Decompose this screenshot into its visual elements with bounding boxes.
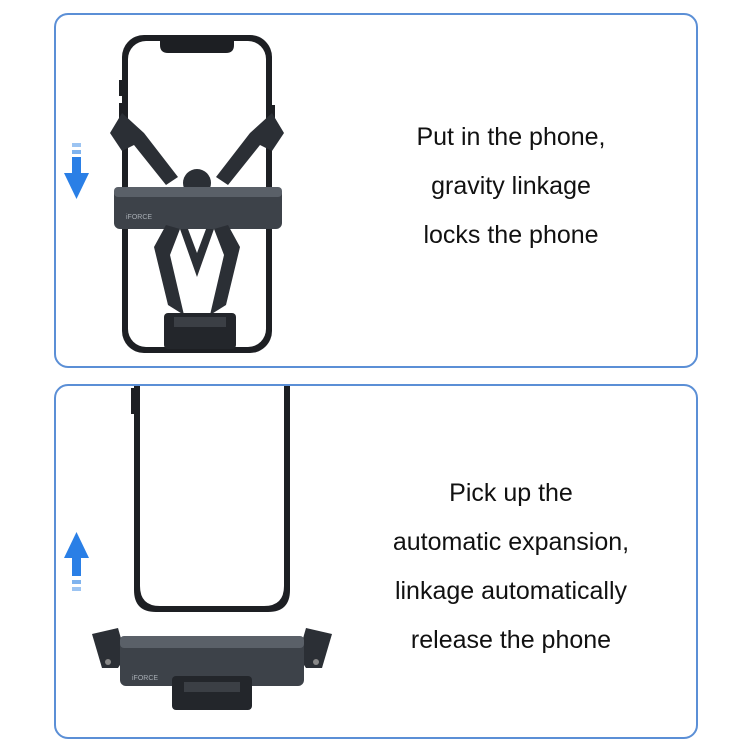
holder-crossbar: iFORCE bbox=[114, 187, 282, 229]
caption-line: locks the phone bbox=[423, 221, 599, 249]
caption-line: linkage automatically bbox=[394, 577, 628, 605]
phone-holder-lock-illustration: iFORCE bbox=[64, 35, 284, 353]
holder-bottom-clamp bbox=[164, 313, 236, 349]
caption-lock: Put in the phone, gravity linkage locks … bbox=[356, 113, 666, 260]
caption-line: automatic expansion, bbox=[392, 528, 630, 556]
phone-illustration bbox=[131, 386, 290, 612]
brand-label: iFORCE bbox=[132, 675, 158, 682]
arrow-up-icon bbox=[64, 532, 89, 591]
caption-line: Pick up the bbox=[449, 479, 573, 507]
caption-line: release the phone bbox=[410, 626, 612, 654]
brand-label: iFORCE bbox=[126, 214, 152, 221]
instruction-panel-lock: iFORCE Put in the phone, gravity linkage… bbox=[54, 13, 698, 368]
caption-release: Pick up the automatic expansion, linkage… bbox=[356, 469, 666, 665]
holder-linkage bbox=[154, 225, 240, 315]
holder-open: iFORCE bbox=[92, 628, 332, 710]
arrow-down-icon bbox=[64, 143, 89, 199]
caption-line: Put in the phone, bbox=[416, 123, 606, 151]
phone-holder-release-illustration: iFORCE bbox=[64, 386, 332, 710]
instruction-panel-release: iFORCE Pick up the automatic expansion, … bbox=[54, 384, 698, 739]
caption-line: gravity linkage bbox=[431, 172, 591, 200]
